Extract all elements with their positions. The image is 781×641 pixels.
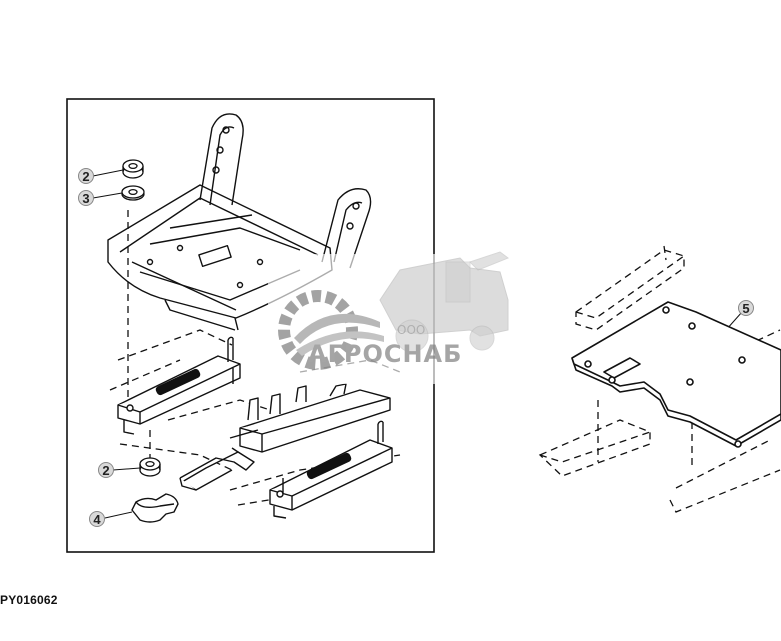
callout-4: 4: [89, 511, 105, 527]
callout-2b: 2: [98, 462, 114, 478]
watermark: ООО АГРОСНАБ: [268, 251, 538, 384]
left-slide-rail: [117, 336, 241, 435]
leader-lines: [92, 169, 743, 519]
watermark-company: АГРОСНАБ: [308, 340, 462, 368]
rubber-bumper: [131, 493, 179, 523]
watermark-prefix: ООО: [397, 323, 425, 337]
callout-5: 5: [738, 300, 754, 316]
callout-2b-label: 2: [102, 463, 109, 478]
seat-base-frame: [107, 113, 372, 331]
callout-3: 3: [78, 190, 94, 206]
callout-5-label: 5: [742, 301, 749, 316]
lower-nut: [139, 457, 161, 477]
gear-logo: [278, 290, 384, 370]
callout-4-label: 4: [93, 512, 101, 527]
callout-2a-label: 2: [82, 169, 89, 184]
callout-3-label: 3: [82, 191, 89, 206]
harvester-silhouette: [379, 251, 510, 353]
center-latch-rail: [179, 383, 391, 491]
figure-id: PY016062: [0, 593, 58, 607]
mounting-plate: [571, 301, 781, 448]
callout-2a: 2: [78, 168, 94, 184]
right-slide-rail: [269, 420, 393, 519]
top-nut: [122, 159, 144, 179]
top-washer: [121, 185, 145, 201]
